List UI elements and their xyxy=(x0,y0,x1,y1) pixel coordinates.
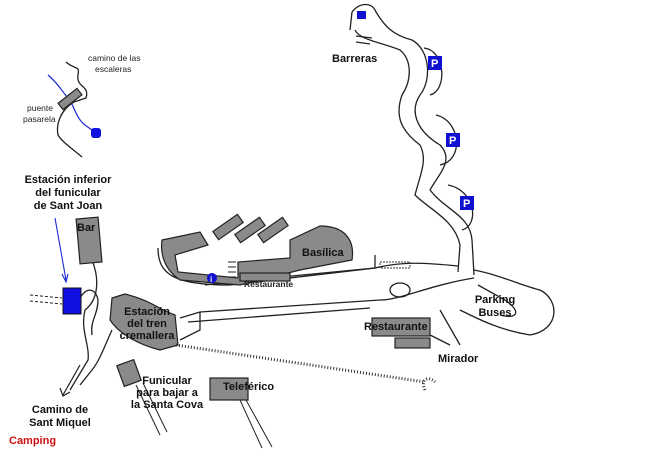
parking-sign-1: P xyxy=(428,56,442,70)
label-basilica: Basílica xyxy=(302,247,344,259)
parking-sign-3: P xyxy=(460,196,474,210)
barreras-blue-marker xyxy=(357,11,366,19)
cremallera-track xyxy=(175,343,426,384)
blue-marker xyxy=(91,128,101,138)
label-cremallera-2: del tren xyxy=(127,318,167,330)
funicular-santa-cova-building xyxy=(116,358,142,388)
label-puente-1: puente xyxy=(27,103,53,113)
barreras-road xyxy=(349,11,373,45)
svg-text:P: P xyxy=(449,135,456,147)
label-estacion-inferior-3: de Sant Joan xyxy=(34,200,103,212)
teleferico-building xyxy=(209,377,249,401)
label-estacion-inferior-1: Estación inferior xyxy=(25,174,113,186)
label-teleferico: Teleférico xyxy=(223,381,274,393)
teleferico-cable xyxy=(239,399,273,449)
label-sant-miquel-1: Camino de xyxy=(32,404,88,416)
river-path xyxy=(47,74,97,134)
funicular-santa-cova-track xyxy=(135,382,168,436)
road-bar-loop xyxy=(79,289,99,336)
label-cremallera-3: cremallera xyxy=(119,330,175,342)
label-bar: Bar xyxy=(77,222,96,234)
info-icon-glyph: i xyxy=(210,275,212,284)
arrow-sant-miquel xyxy=(59,364,81,397)
label-parking-buses-2: Buses xyxy=(478,307,511,319)
label-camping[interactable]: Camping xyxy=(9,435,56,447)
funicular-sant-joan-station xyxy=(62,287,82,315)
parking-sign-2: P xyxy=(446,133,460,147)
funicular-sant-joan-track xyxy=(29,294,63,305)
monastery-block-1 xyxy=(212,213,244,241)
label-funicular-santa-cova-3: la Santa Cova xyxy=(131,399,204,411)
label-sant-miquel-2: Sant Miquel xyxy=(29,417,91,429)
puente-pasarela-building xyxy=(57,87,83,111)
label-barreras: Barreras xyxy=(332,53,377,65)
label-parking-buses-1: Parking xyxy=(475,294,515,306)
roundabout xyxy=(389,282,411,298)
road-sant-miquel xyxy=(69,259,113,391)
funicular-arrow xyxy=(54,217,69,284)
railing xyxy=(379,261,411,269)
svg-text:P: P xyxy=(463,198,470,210)
restaurante-basilica-building xyxy=(239,272,291,282)
label-funicular-santa-cova-2: para bajar a xyxy=(136,387,199,399)
estacion-cremallera-building xyxy=(109,293,179,351)
cremallera-track-end xyxy=(421,377,437,391)
label-puente-2: pasarela xyxy=(23,114,56,124)
road-serpentine-inner xyxy=(354,29,461,273)
camino-escaleras-path xyxy=(56,61,88,158)
label-restaurante-basilica: Restaurante xyxy=(244,279,293,289)
monastery-block-3 xyxy=(257,216,289,244)
label-camino-escaleras-1: camino de las xyxy=(88,53,140,63)
svg-text:P: P xyxy=(431,58,438,70)
bar-building xyxy=(75,216,103,265)
restaurante-building xyxy=(371,317,431,337)
mirador-building xyxy=(394,337,431,349)
parking-buses-loop xyxy=(459,269,555,336)
road-serpentine-outer xyxy=(351,3,475,276)
main-road-south xyxy=(179,277,475,319)
road-to-cremallera xyxy=(179,307,371,341)
label-camino-escaleras-2: escaleras xyxy=(95,64,131,74)
monastery-block-2 xyxy=(234,216,266,244)
label-estacion-inferior-2: del funicular xyxy=(35,187,101,199)
label-mirador: Mirador xyxy=(438,353,479,365)
steps xyxy=(228,261,236,278)
label-restaurante: Restaurante xyxy=(364,321,428,333)
parking-bump-1 xyxy=(423,47,443,96)
label-funicular-santa-cova-1: Funicular xyxy=(142,375,192,387)
label-cremallera-1: Estación xyxy=(124,306,170,318)
info-icon xyxy=(207,273,217,283)
monastery-building xyxy=(160,225,354,286)
